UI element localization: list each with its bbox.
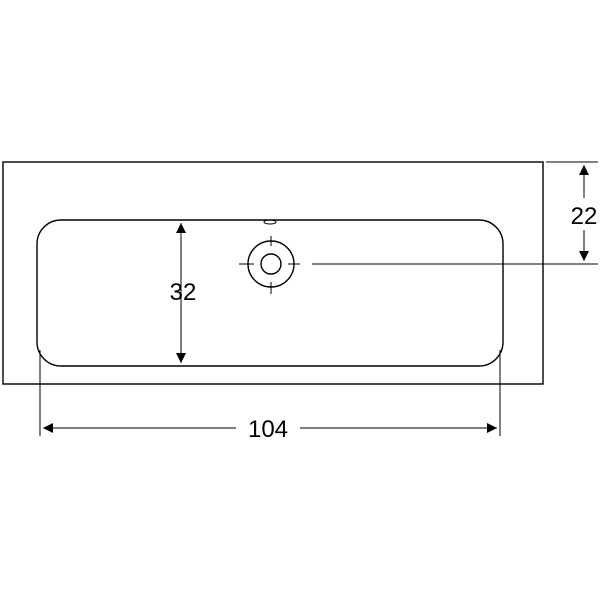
- dimension-label-drain-offset: 22: [571, 203, 598, 230]
- overflow-mark: [263, 219, 277, 225]
- basin-outer-outline: [2, 161, 544, 385]
- dimension-label-bg-basin-width: [236, 414, 300, 442]
- dimension-label-bg-drain-offset: [566, 198, 600, 230]
- dimension-basin-depth: 32: [170, 223, 197, 363]
- bowl-inner-outline: [36, 219, 504, 367]
- dimension-label-basin-depth: 32: [170, 279, 197, 306]
- dimension-drain-offset: 22: [546, 161, 600, 261]
- dimension-label-basin-width: 104: [248, 416, 288, 443]
- dimension-basin-width: 104: [39, 350, 501, 443]
- drain-inner-ring: [260, 253, 282, 275]
- drain-group: [239, 236, 598, 294]
- drain-outer-ring: [247, 240, 295, 288]
